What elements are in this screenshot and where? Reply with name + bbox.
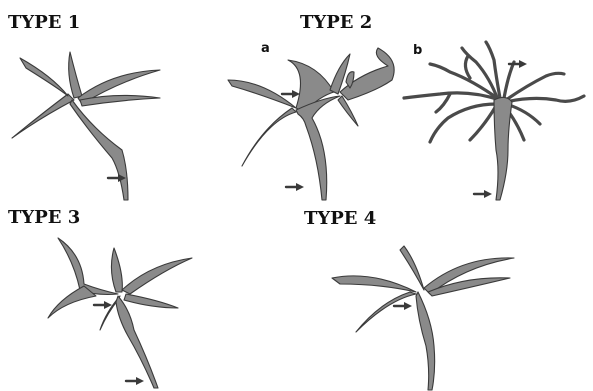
type-1-left-branch xyxy=(12,94,74,138)
type-2b-trunk xyxy=(494,97,512,200)
type-3-trunk xyxy=(116,296,158,388)
type-3-left-branch xyxy=(48,286,96,318)
type-3-upper-left-branch xyxy=(58,238,118,295)
type-2b-branch-4 xyxy=(470,106,496,140)
type-1-vessel xyxy=(12,52,160,200)
type-2b-branch-12 xyxy=(465,56,470,78)
panel-type-4: TYPE 4 xyxy=(304,208,514,390)
type-2a-inner-arrow-icon xyxy=(282,90,300,98)
type-2b-branch-1 xyxy=(404,93,500,100)
panel-type-3: TYPE 3 xyxy=(8,207,192,388)
type-3-right-lower-branch xyxy=(124,294,178,308)
type-2b-vessel xyxy=(404,42,584,200)
type-2b-arrow-icon xyxy=(474,190,492,198)
type-3-arrow-icon xyxy=(94,301,112,309)
type-1-upper-branch xyxy=(69,52,82,98)
type-4-upper-branch xyxy=(400,246,424,290)
type-4-vessel xyxy=(332,246,514,390)
type-3-vessel xyxy=(48,238,192,388)
type-2a-left-lower-branch xyxy=(242,108,296,166)
type-3-right-upper-branch xyxy=(122,258,192,294)
type-2b-branch-7 xyxy=(504,62,514,98)
type-2b-branch-8 xyxy=(506,73,564,100)
type-4-label: TYPE 4 xyxy=(304,208,376,229)
type-4-trunk xyxy=(416,292,435,390)
type-1-trunk xyxy=(70,100,128,200)
type-2b-label: b xyxy=(413,43,422,58)
type-2a-label: a xyxy=(261,41,270,56)
type-1-label: TYPE 1 xyxy=(8,12,80,33)
type-4-left-lower-branch xyxy=(356,292,416,332)
type-3-upper-branch xyxy=(111,248,122,292)
type-2b-branch-13 xyxy=(436,94,450,112)
type-2-label: TYPE 2 xyxy=(300,12,372,33)
panel-type-1: TYPE 1 xyxy=(8,12,160,200)
panel-type-2: TYPE 2 a b xyxy=(228,12,584,200)
type-4-arrow-icon xyxy=(394,302,412,310)
type-3-lower-arrow-icon xyxy=(126,377,144,385)
type-2a-trunk xyxy=(296,96,340,200)
type-2a-arrow-icon xyxy=(286,183,304,191)
type-3-label: TYPE 3 xyxy=(8,207,80,228)
type-2a-vessel xyxy=(228,48,394,200)
type-4-left-branch xyxy=(332,276,416,292)
type-2b-branch-9 xyxy=(506,96,584,102)
type-1-upper-left-branch xyxy=(20,58,68,96)
